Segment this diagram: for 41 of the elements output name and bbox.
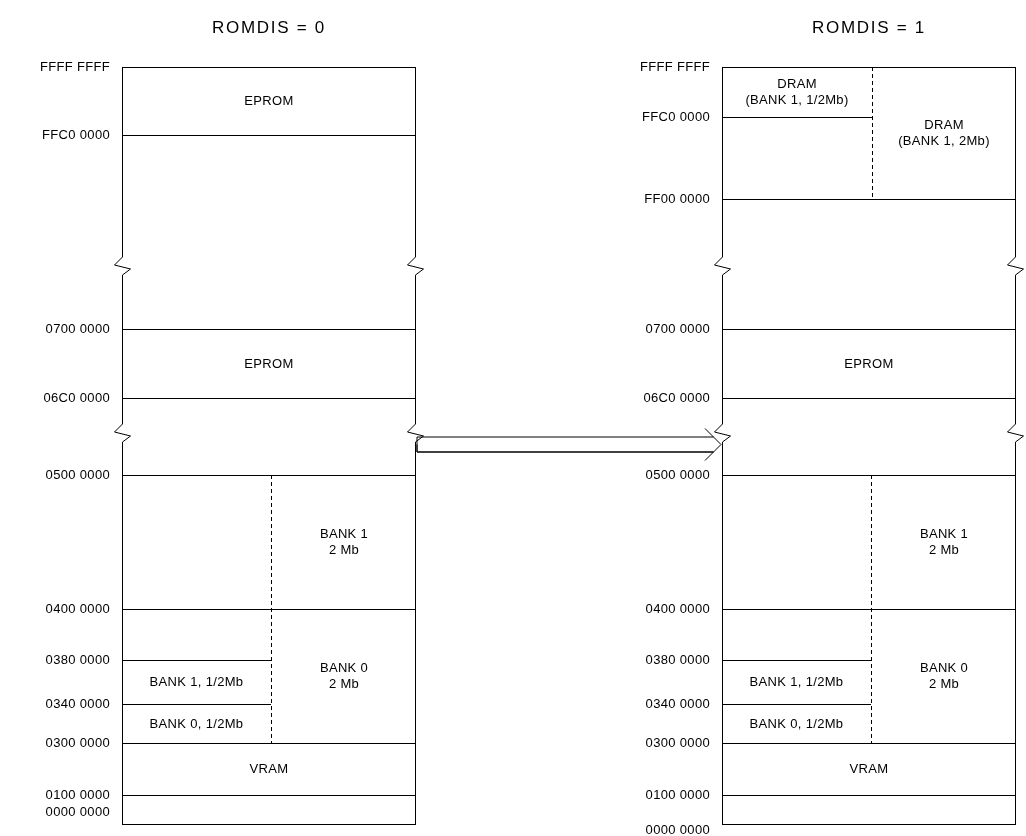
map-title: ROMDIS = 1: [811, 17, 927, 39]
region-label: BANK 1 2 Mb: [919, 526, 969, 558]
address-label: 0700 0000: [644, 321, 710, 337]
address-label: FFFF FFFF: [38, 59, 110, 75]
region-label: VRAM: [249, 761, 289, 777]
address-label: FFC0 0000: [641, 109, 710, 125]
region-label: BANK 1, 1/2Mb: [149, 674, 244, 690]
region-label: BANK 0, 1/2Mb: [749, 715, 844, 732]
address-label: FFC0 0000: [41, 127, 110, 143]
address-label: FFFF FFFF: [638, 59, 710, 75]
address-label: 06C0 0000: [642, 390, 710, 406]
region-label: VRAM: [849, 761, 889, 777]
region-label: BANK 0 2 Mb: [319, 660, 369, 692]
address-label: 0300 0000: [44, 735, 110, 751]
address-label: 0500 0000: [644, 467, 710, 483]
address-label: 0340 0000: [644, 696, 710, 712]
map-title: ROMDIS = 0: [211, 17, 327, 39]
region-label: DRAM (BANK 1, 1/2Mb): [745, 76, 849, 108]
address-label: FF00 0000: [643, 191, 710, 207]
region-label: EPROM: [244, 355, 294, 372]
address-label: 0400 0000: [44, 601, 110, 617]
address-label: 0380 0000: [44, 652, 110, 668]
address-label: 0400 0000: [644, 601, 710, 617]
address-label: 0300 0000: [644, 735, 710, 751]
address-label: 0700 0000: [44, 321, 110, 337]
region-label: EPROM: [844, 355, 894, 372]
double-arrow: [416, 428, 722, 461]
address-label: 0380 0000: [644, 652, 710, 668]
region-label: DRAM (BANK 1, 2Mb): [898, 117, 990, 149]
address-label: 0100 0000: [644, 787, 710, 803]
region-label: BANK 1, 1/2Mb: [749, 674, 844, 690]
address-label: 0500 0000: [44, 467, 110, 483]
region-label: BANK 0 2 Mb: [919, 660, 969, 692]
region-label: BANK 0, 1/2Mb: [149, 715, 244, 732]
address-label: 0000 0000: [44, 804, 110, 820]
address-label: 0340 0000: [44, 696, 110, 712]
address-label: 0000 0000: [644, 822, 710, 836]
region-label: BANK 1 2 Mb: [319, 526, 369, 558]
address-label: 0100 0000: [44, 787, 110, 803]
region-label: EPROM: [244, 93, 294, 109]
address-label: 06C0 0000: [42, 390, 110, 406]
